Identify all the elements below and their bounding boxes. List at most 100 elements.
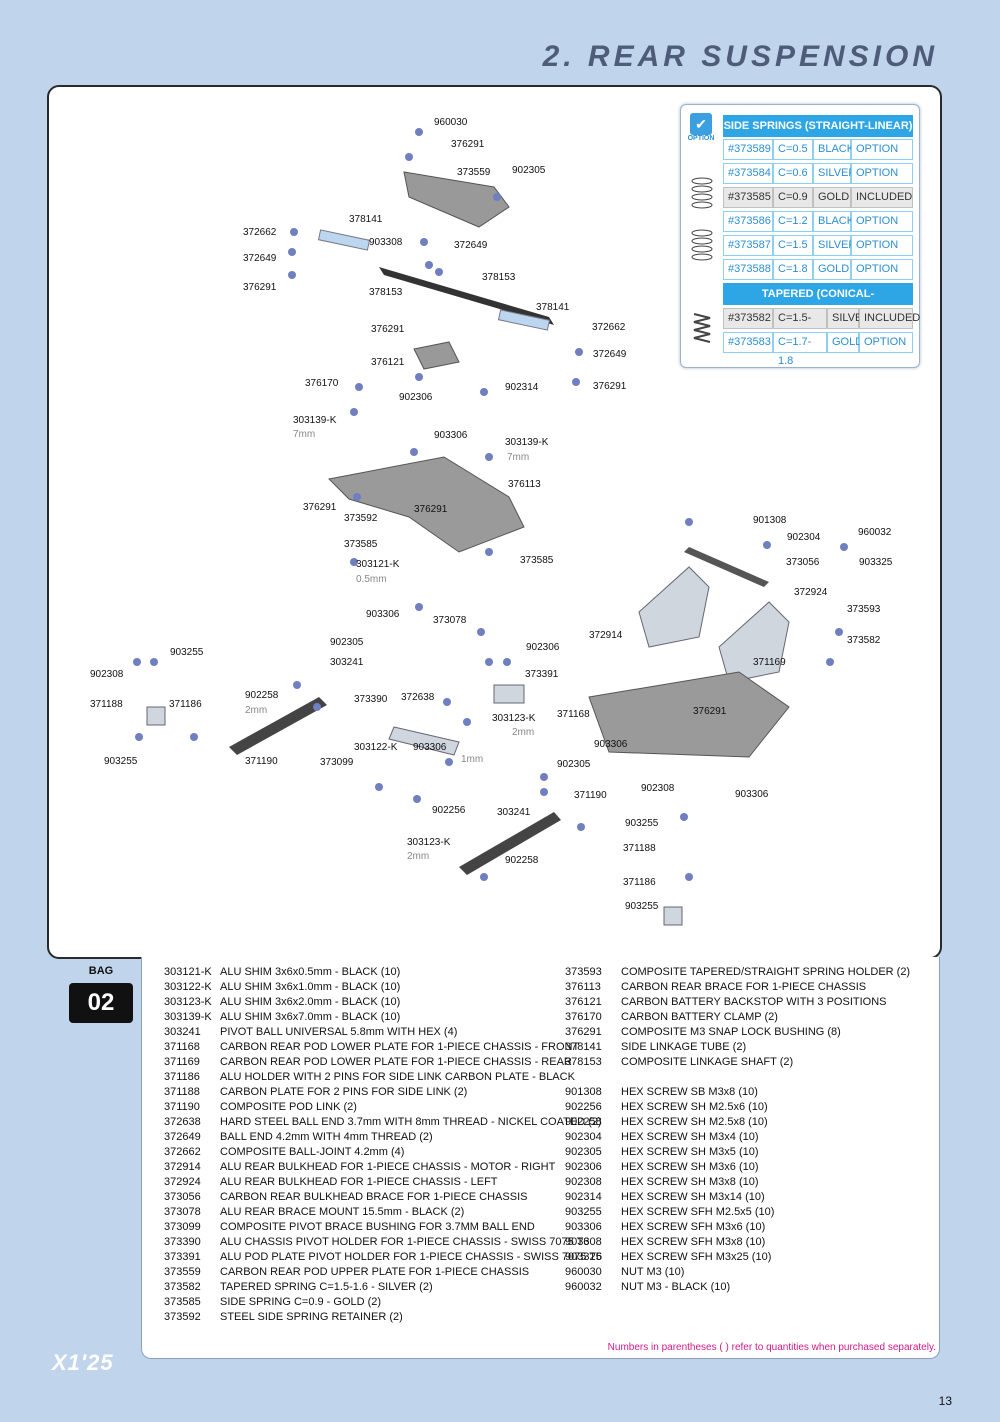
part-description: CARBON REAR BULKHEAD BRACE FOR 1-PIECE C… xyxy=(220,1191,528,1203)
screw-part xyxy=(485,453,493,461)
part-callout: 371168 xyxy=(557,709,590,720)
part-callout: 376113 xyxy=(508,479,541,490)
screw-part xyxy=(415,128,423,136)
part-description: CARBON BATTERY CLAMP (2) xyxy=(621,1011,778,1023)
part-callout: 903255 xyxy=(104,756,138,767)
part-description: TAPERED SPRING C=1.5-1.6 - SILVER (2) xyxy=(220,1281,433,1293)
spring-c-cell: C=0.6 xyxy=(773,163,813,184)
spring-status-cell: OPTION xyxy=(851,259,913,280)
part-callout: 372662 xyxy=(592,322,626,333)
part-callout: 376291 xyxy=(303,502,337,513)
screw-part xyxy=(150,658,158,666)
tapered-springs-header: TAPERED (CONICAL-PROGRESSIVE) xyxy=(723,283,913,322)
spring-c-cell: C=1.5-1.6 xyxy=(773,308,827,343)
screw-part xyxy=(763,541,771,549)
part-code: 373056 xyxy=(164,1191,201,1203)
part-callout: 372914 xyxy=(589,630,623,641)
part-callout: 371186 xyxy=(169,699,202,710)
screw-part xyxy=(313,703,321,711)
part-callout: 303241 xyxy=(497,807,531,818)
spring-part-cell: #373587 xyxy=(723,235,773,256)
spring-status-cell: OPTION xyxy=(851,235,913,256)
part-code: 902258 xyxy=(565,1116,602,1128)
part-callout: 371169 xyxy=(753,657,786,668)
part-code: 376121 xyxy=(565,996,602,1008)
option-badge: ✔ OPTION xyxy=(686,113,716,142)
part-callout: 902306 xyxy=(526,642,560,653)
part-code: 960030 xyxy=(565,1266,602,1278)
spring-c-cell: C=1.2 xyxy=(773,211,813,232)
side-springs-header: SIDE SPRINGS (STRAIGHT-LINEAR) xyxy=(723,115,913,137)
page-number: 13 xyxy=(938,1394,952,1408)
spring-status-cell: OPTION xyxy=(851,163,913,184)
screw-part xyxy=(575,348,583,356)
part-description: HEX SCREW SFH M3x25 (10) xyxy=(621,1251,772,1263)
spring-color-cell: BLACK xyxy=(813,211,854,232)
part-description: ALU HOLDER WITH 2 PINS FOR SIDE LINK CAR… xyxy=(220,1071,575,1083)
screw-part xyxy=(480,873,488,881)
part-code: 903308 xyxy=(565,1236,602,1248)
part-code: 371188 xyxy=(164,1086,200,1098)
part-description: SIDE SPRING C=0.9 - GOLD (2) xyxy=(220,1296,382,1308)
part-description: ALU REAR BRACE MOUNT 15.5mm - BLACK (2) xyxy=(220,1206,465,1218)
spring-part-cell: #373586 xyxy=(723,211,773,232)
part-callout: 903308 xyxy=(369,237,403,248)
part-code: 373582 xyxy=(164,1281,201,1293)
part-description: COMPOSITE POD LINK (2) xyxy=(220,1101,357,1113)
spring-color-cell: GOLD xyxy=(827,332,863,353)
part-code: 373390 xyxy=(164,1236,201,1248)
straight-spring-icon xyxy=(691,177,713,209)
spring-option-table: ✔ OPTION SIDE SPRINGS (STRAIGHT-LINEAR) … xyxy=(680,104,920,368)
part-code: 373099 xyxy=(164,1221,201,1233)
part-callout: 373585 xyxy=(520,555,554,566)
bag-badge: BAG 02 xyxy=(62,965,140,1043)
part-callout: 378153 xyxy=(369,287,403,298)
part-code: 902256 xyxy=(565,1101,602,1113)
part-callout: 903255 xyxy=(170,647,204,658)
screw-part xyxy=(293,681,301,689)
parts-list-item: 373056 CARBON REAR BULKHEAD BRACE FOR 1-P… xyxy=(164,1190,602,1205)
part-code: 371168 xyxy=(164,1041,200,1053)
part-description: CARBON PLATE FOR 2 PINS FOR SIDE LINK (2… xyxy=(220,1086,468,1098)
spring-c-cell: C=1.5 xyxy=(773,235,813,256)
spring-status-cell: OPTION xyxy=(851,211,913,232)
part-callout: 902305 xyxy=(557,759,591,770)
screw-part xyxy=(540,773,548,781)
screw-part xyxy=(680,813,688,821)
part-description: COMPOSITE LINKAGE SHAFT (2) xyxy=(621,1056,794,1068)
part-callout: 303123-K xyxy=(407,837,451,848)
parts-list-item: 373582 TAPERED SPRING C=1.5-1.6 - SILVER … xyxy=(164,1280,602,1295)
part-callout: 378153 xyxy=(482,272,516,283)
screw-part xyxy=(685,518,693,526)
part-code: 373585 xyxy=(164,1296,201,1308)
screw-part xyxy=(415,603,423,611)
part-description: SIDE LINKAGE TUBE (2) xyxy=(621,1041,747,1053)
bag-number: 02 xyxy=(69,983,133,1023)
part-description: COMPOSITE BALL-JOINT 4.2mm (4) xyxy=(220,1146,405,1158)
spring-status-cell: INCLUDED xyxy=(859,308,920,329)
part-code: 371169 xyxy=(164,1056,200,1068)
spring-color-cell: SILVER xyxy=(813,163,856,184)
screw-part xyxy=(413,795,421,803)
part-callout: 902305 xyxy=(512,165,546,176)
part-callout: 902256 xyxy=(432,805,466,816)
spring-c-cell: C=1.7-1.8 xyxy=(773,332,827,367)
